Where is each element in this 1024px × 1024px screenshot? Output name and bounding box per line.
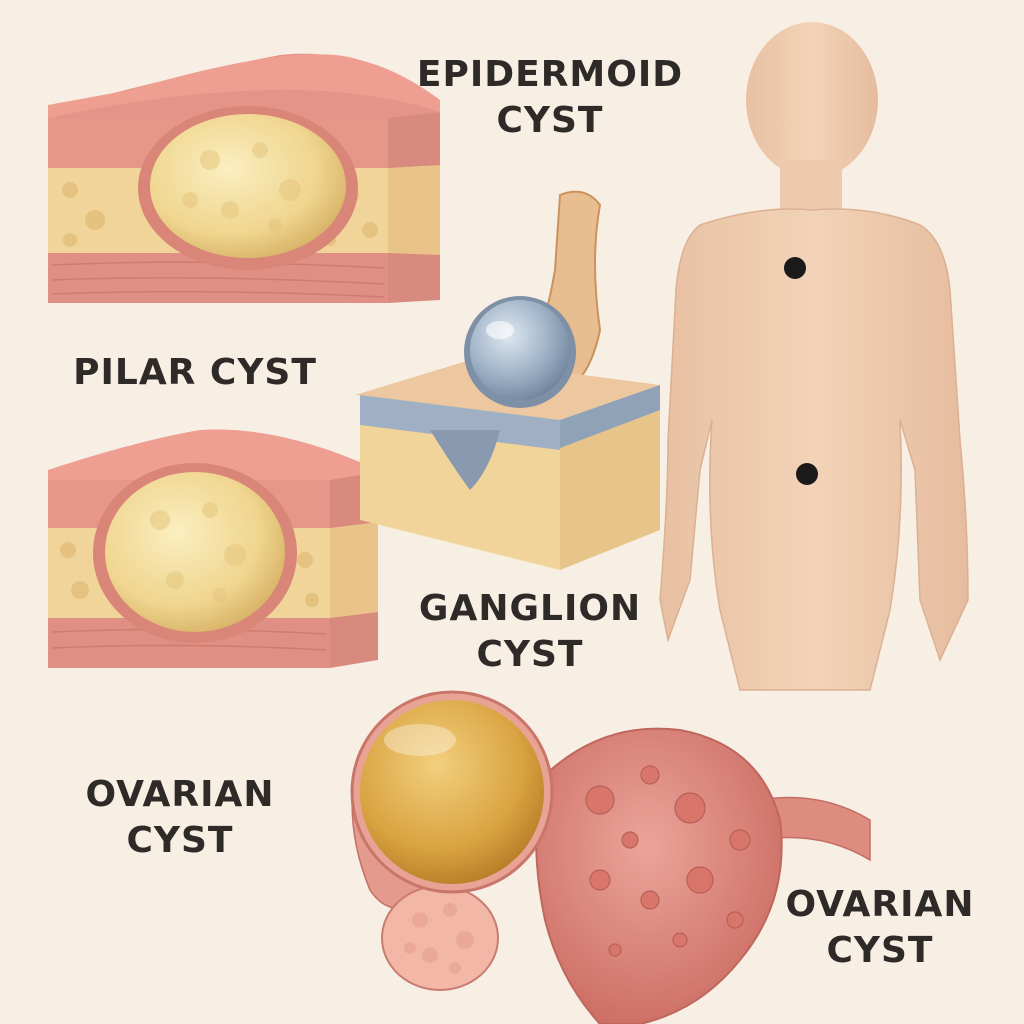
body-figure <box>659 22 969 691</box>
block-side-fat <box>388 165 440 255</box>
label-line: GANGLION <box>418 588 642 629</box>
ovarian-cyst-label-left: OVARIAN CYST <box>60 772 300 864</box>
chest-marker <box>784 257 806 279</box>
ovarian-cyst-illustration <box>350 690 871 1024</box>
epidermoid-cyst-skin-block <box>48 429 378 668</box>
ganglion-stalk <box>430 430 500 490</box>
skin-top-face <box>48 429 378 480</box>
fat-lobules <box>60 542 319 607</box>
label-line: EPIDERMOID <box>416 54 684 95</box>
label-line: CYST <box>126 820 234 861</box>
synovial-layer <box>360 395 560 450</box>
label-line: CYST <box>826 930 934 971</box>
skin-top-highlight <box>48 54 440 118</box>
block-side-synovial <box>560 385 660 448</box>
label-line: CYST <box>476 634 584 675</box>
ovary-follicles <box>585 765 751 957</box>
fallopian-tube <box>759 796 871 862</box>
abdomen-marker <box>796 463 818 485</box>
cyst-highlight <box>384 724 456 756</box>
cyst-texture <box>150 502 246 602</box>
epidermoid-cyst <box>105 472 285 632</box>
label-line: CYST <box>496 100 604 141</box>
label-line: OVARIAN <box>785 884 975 925</box>
cyst-texture <box>182 142 301 232</box>
epidermoid-cyst-label: EPIDERMOID CYST <box>400 52 700 144</box>
ovarian-cyst-label-right: OVARIAN CYST <box>760 882 1000 974</box>
cyst-highlight <box>486 321 514 339</box>
ganglion-cyst-label: GANGLION CYST <box>380 586 680 678</box>
pilar-cyst <box>150 114 346 258</box>
ganglion-cyst <box>470 300 570 400</box>
head <box>746 22 878 178</box>
tissue-texture <box>404 903 474 974</box>
ovarian-cyst <box>360 700 544 884</box>
pilar-cyst-skin-block <box>48 53 440 303</box>
ganglion-cyst-block <box>355 190 660 570</box>
torso <box>659 208 969 691</box>
ovarian-tissue-mass <box>381 885 499 991</box>
label-line: PILAR CYST <box>73 352 317 393</box>
block-side-fat <box>330 522 378 618</box>
pilar-cyst-label: PILAR CYST <box>60 350 330 396</box>
label-line: OVARIAN <box>85 774 275 815</box>
